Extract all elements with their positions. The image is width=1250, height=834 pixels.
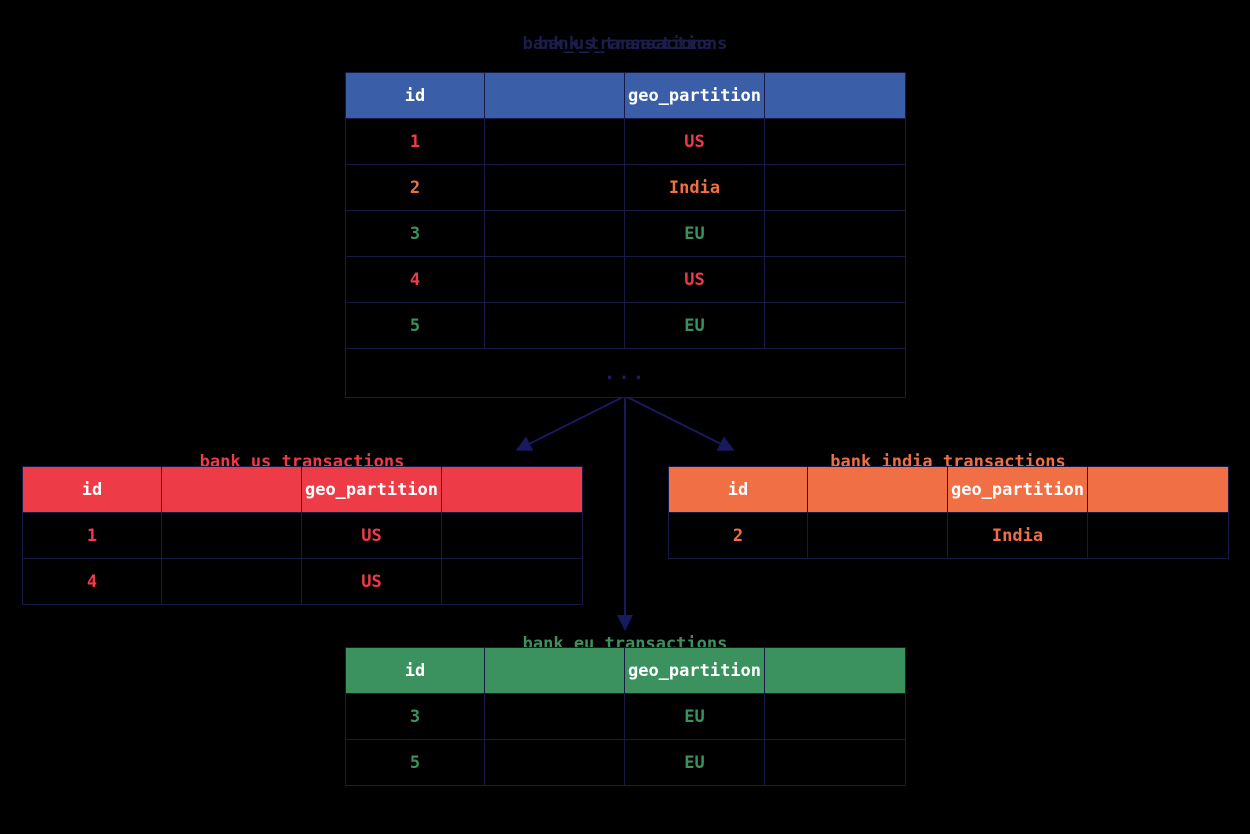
column-header-blank-1 <box>807 466 948 513</box>
column-header-blank-1 <box>484 72 625 119</box>
cell-id: 5 <box>345 302 485 349</box>
cell-blank-1 <box>484 256 625 303</box>
cell-geo-partition: US <box>301 558 442 605</box>
column-header-id: id <box>345 72 485 119</box>
cell-geo-partition: US <box>624 256 765 303</box>
ellipsis-cell: ... <box>345 348 906 398</box>
table-row: 2 India <box>345 164 906 211</box>
column-header-id: id <box>668 466 808 513</box>
cell-geo-partition: US <box>624 118 765 165</box>
cell-blank-1 <box>484 210 625 257</box>
column-header-blank-2 <box>1087 466 1229 513</box>
cell-blank-2 <box>764 693 906 740</box>
cell-id: 4 <box>345 256 485 303</box>
cell-id: 1 <box>22 512 162 559</box>
column-header-blank-2 <box>764 72 906 119</box>
us-partition-table: id geo_partition 1 US 4 US <box>22 466 583 605</box>
cell-blank-1 <box>484 693 625 740</box>
source-table-title: bank_transactions bank_us_transactions <box>345 34 905 60</box>
table-row: 3 EU <box>345 210 906 257</box>
arrow-to-us <box>515 395 626 451</box>
arrow-to-india <box>624 395 735 451</box>
source-table: id geo_partition 1 US 2 India 3 <box>345 72 906 398</box>
column-header-id: id <box>345 647 485 694</box>
cell-blank-2 <box>764 302 906 349</box>
cell-blank-2 <box>764 118 906 165</box>
cell-blank-1 <box>161 558 302 605</box>
column-header-blank-2 <box>764 647 906 694</box>
cell-id: 2 <box>668 512 808 559</box>
column-header-geo-partition: geo_partition <box>624 72 765 119</box>
table-header-row: id geo_partition <box>668 466 1229 513</box>
cell-blank-1 <box>484 739 625 786</box>
cell-blank-1 <box>484 302 625 349</box>
cell-geo-partition: US <box>301 512 442 559</box>
column-header-id: id <box>22 466 162 513</box>
india-partition-table: id geo_partition 2 India <box>668 466 1229 559</box>
cell-id: 4 <box>22 558 162 605</box>
column-header-blank-1 <box>484 647 625 694</box>
cell-blank-2 <box>441 558 583 605</box>
cell-geo-partition: India <box>624 164 765 211</box>
cell-geo-partition: EU <box>624 693 765 740</box>
table-header-row: id geo_partition <box>345 72 906 119</box>
cell-id: 5 <box>345 739 485 786</box>
cell-id: 1 <box>345 118 485 165</box>
cell-blank-2 <box>764 739 906 786</box>
cell-blank-2 <box>764 210 906 257</box>
source-title-primary: bank_transactions <box>538 34 712 54</box>
cell-geo-partition: India <box>947 512 1088 559</box>
column-header-blank-2 <box>441 466 583 513</box>
eu-partition-table: id geo_partition 3 EU 5 EU <box>345 647 906 786</box>
cell-geo-partition: EU <box>624 302 765 349</box>
column-header-geo-partition: geo_partition <box>624 647 765 694</box>
cell-blank-1 <box>484 164 625 211</box>
table-row: 3 EU <box>345 693 906 740</box>
column-header-geo-partition: geo_partition <box>947 466 1088 513</box>
table-header-row: id geo_partition <box>22 466 583 513</box>
cell-blank-1 <box>807 512 948 559</box>
cell-blank-2 <box>1087 512 1229 559</box>
cell-blank-2 <box>764 164 906 211</box>
column-header-geo-partition: geo_partition <box>301 466 442 513</box>
table-row: 1 US <box>345 118 906 165</box>
table-row: 1 US <box>22 512 583 559</box>
cell-id: 2 <box>345 164 485 211</box>
table-row: 5 EU <box>345 739 906 786</box>
table-row: 4 US <box>345 256 906 303</box>
cell-geo-partition: EU <box>624 210 765 257</box>
source-title-overlay: bank_us_transactions <box>522 34 728 54</box>
column-header-blank-1 <box>161 466 302 513</box>
cell-blank-2 <box>764 256 906 303</box>
cell-geo-partition: EU <box>624 739 765 786</box>
table-row: 2 India <box>668 512 1229 559</box>
table-row: 5 EU <box>345 302 906 349</box>
cell-id: 3 <box>345 210 485 257</box>
cell-id: 3 <box>345 693 485 740</box>
table-row-ellipsis: ... <box>345 348 906 398</box>
table-row: 4 US <box>22 558 583 605</box>
cell-blank-1 <box>484 118 625 165</box>
cell-blank-1 <box>161 512 302 559</box>
cell-blank-2 <box>441 512 583 559</box>
table-header-row: id geo_partition <box>345 647 906 694</box>
